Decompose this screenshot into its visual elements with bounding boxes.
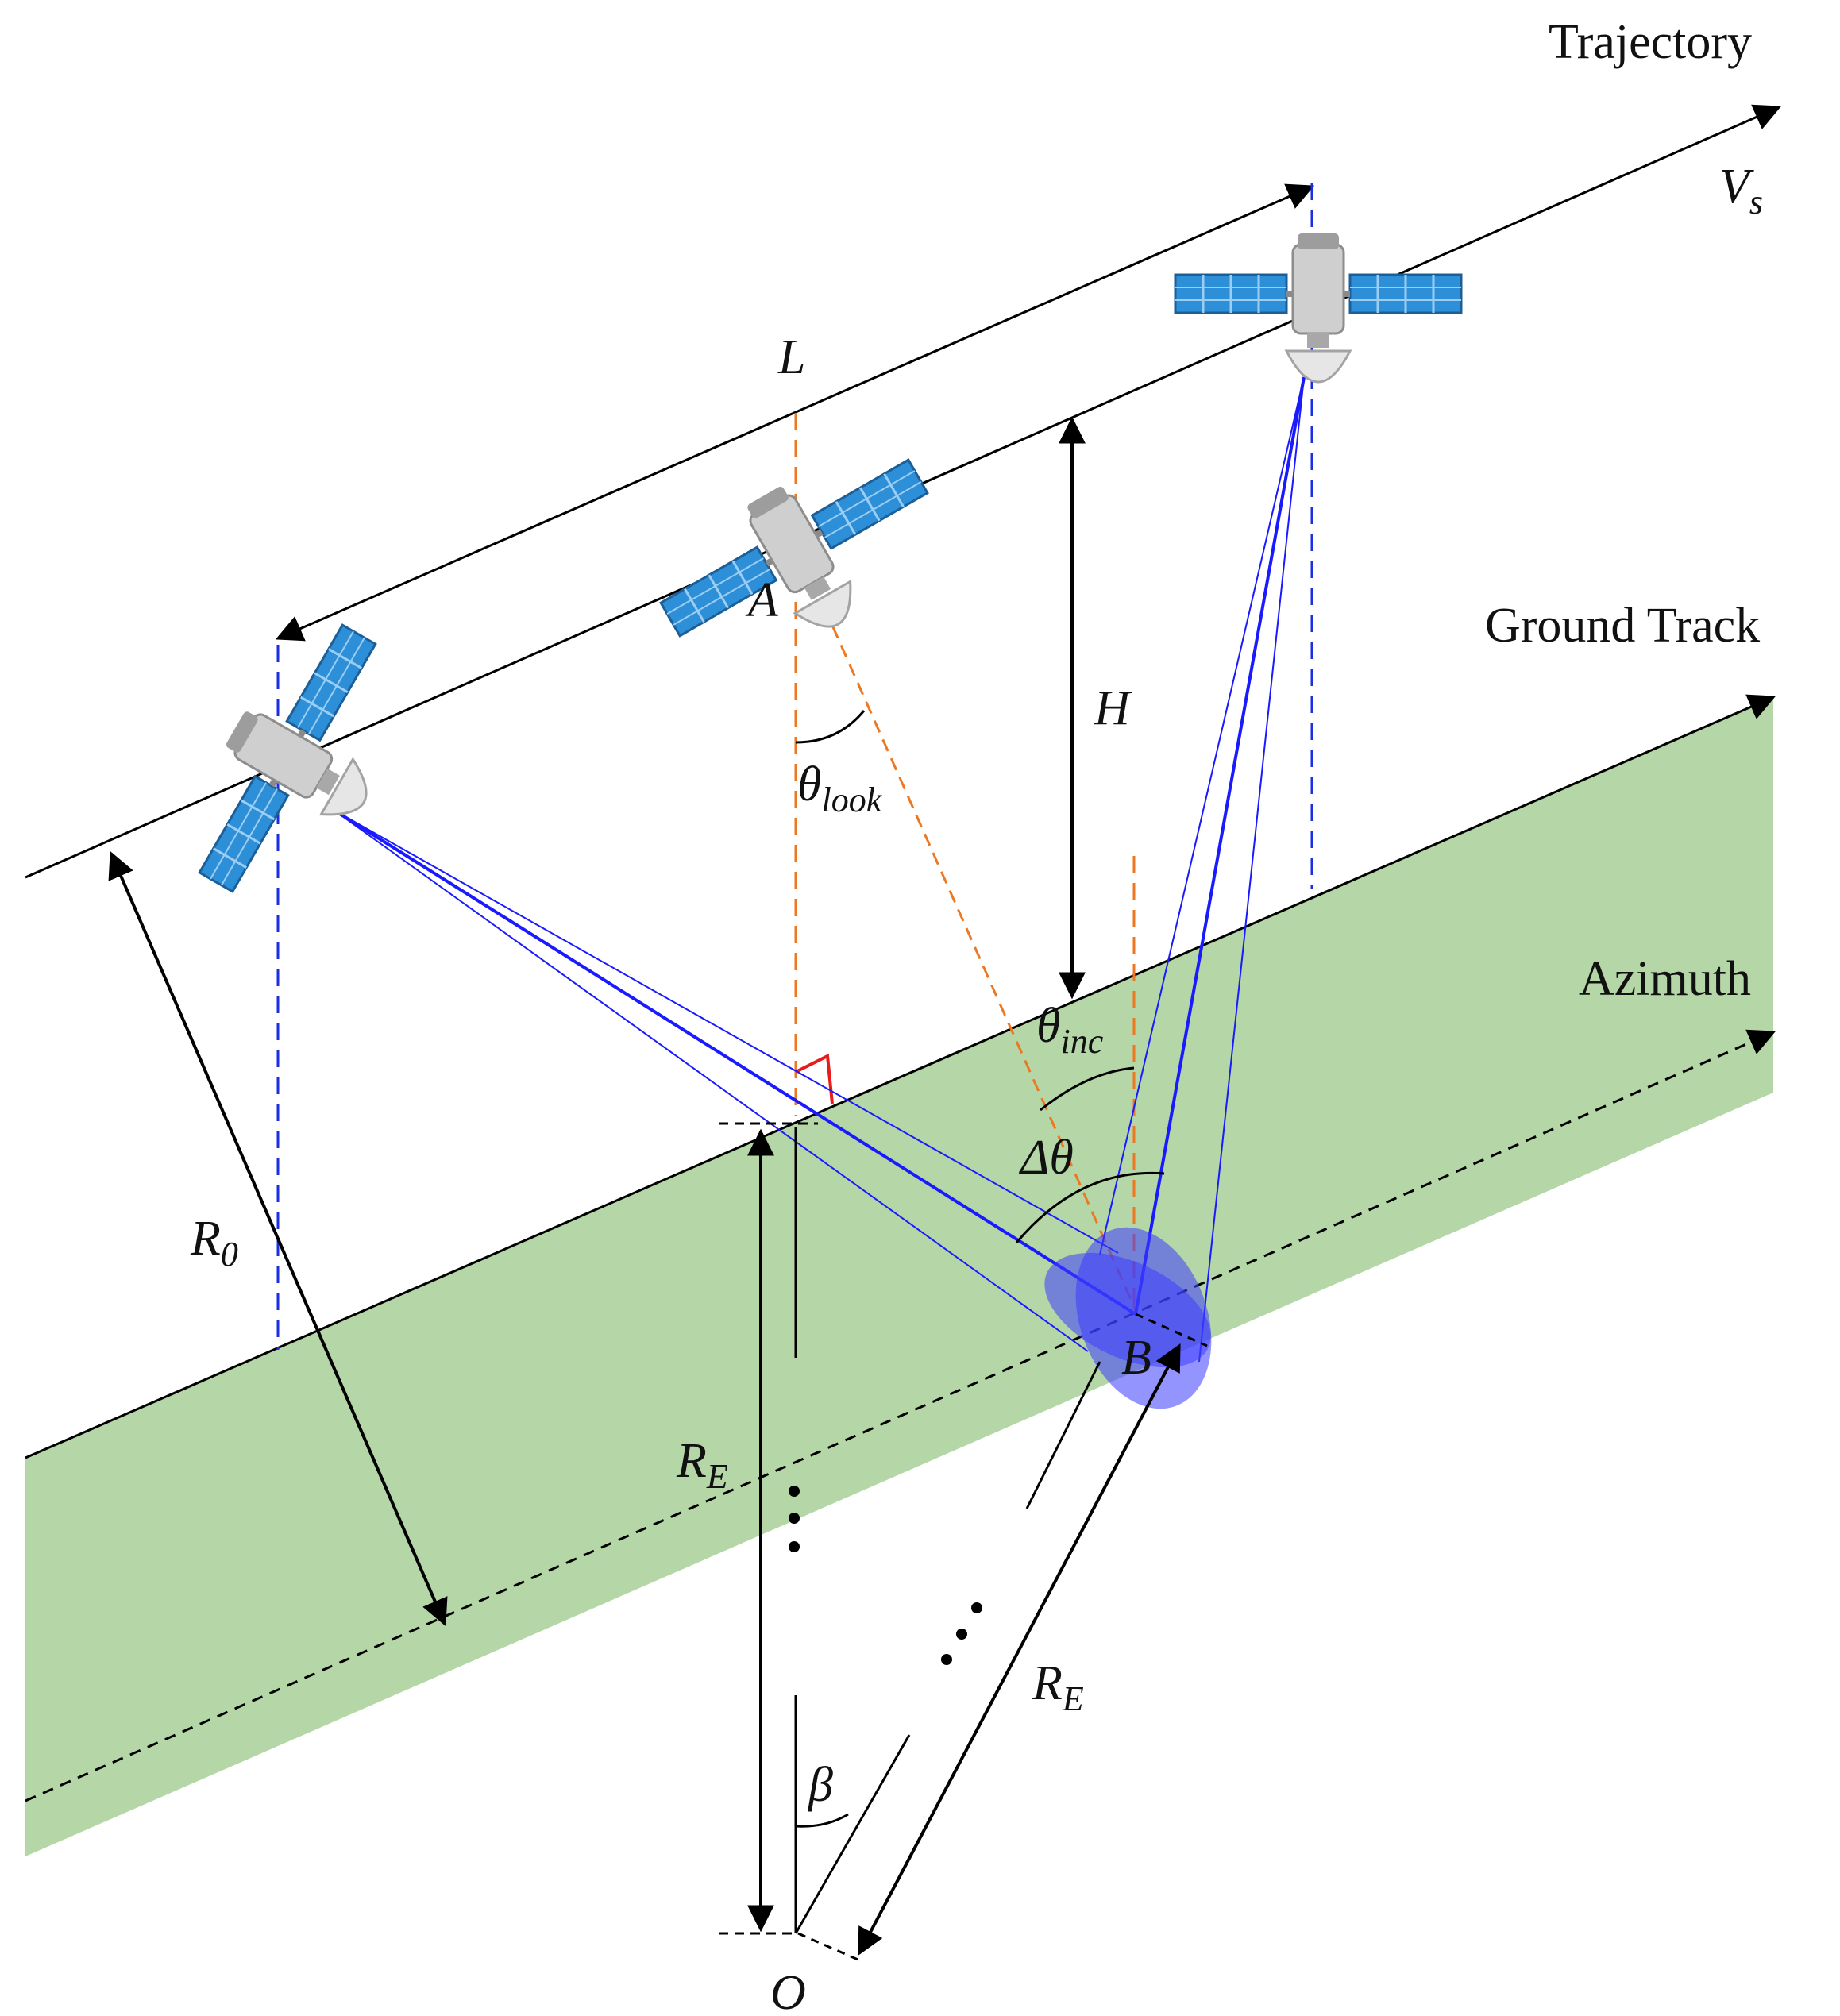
trajectory-label: Trajectory	[1549, 15, 1752, 69]
theta-look-arc	[795, 710, 866, 744]
theta-inc-arc	[1040, 1066, 1135, 1112]
right-beam	[1099, 376, 1306, 1363]
length-dimension-arrow	[275, 183, 1315, 642]
satellite-left-icon	[164, 604, 435, 926]
satellite-right-icon	[1175, 233, 1461, 382]
diagonal-ellipsis	[941, 1602, 982, 1665]
point-b-label: B	[1121, 1331, 1151, 1385]
beta-label: β	[808, 1758, 833, 1812]
delta-theta-arc	[1015, 1171, 1165, 1243]
point-a-label: A	[745, 573, 779, 627]
re-slant-label: RE	[1032, 1656, 1084, 1718]
beta-arc	[795, 1813, 849, 1828]
theta-inc-label: θinc	[1036, 999, 1104, 1061]
re-slant-arrow	[858, 1343, 1181, 1956]
velocity-label: Vs	[1719, 160, 1763, 222]
center-slant-tick	[797, 1932, 862, 1963]
vertical-ellipsis	[789, 1486, 800, 1552]
r0-arrow	[108, 850, 448, 1627]
look-line	[823, 607, 1137, 1311]
ground-strip	[25, 697, 1773, 1856]
re-vertical-label: RE	[676, 1434, 728, 1496]
center-o-label: O	[770, 1966, 806, 2016]
theta-look-label: θlook	[797, 757, 883, 819]
height-label: H	[1094, 681, 1132, 735]
azimuth-label: Azimuth	[1579, 952, 1751, 1006]
r0-label: R0	[190, 1212, 238, 1274]
satellite-middle-icon	[640, 424, 962, 696]
length-label: L	[777, 330, 805, 384]
delta-theta-label: Δθ	[1018, 1131, 1074, 1185]
ground-track-label: Ground Track	[1485, 599, 1760, 653]
right-angle-marker	[795, 1053, 834, 1104]
left-beam	[332, 808, 1137, 1352]
